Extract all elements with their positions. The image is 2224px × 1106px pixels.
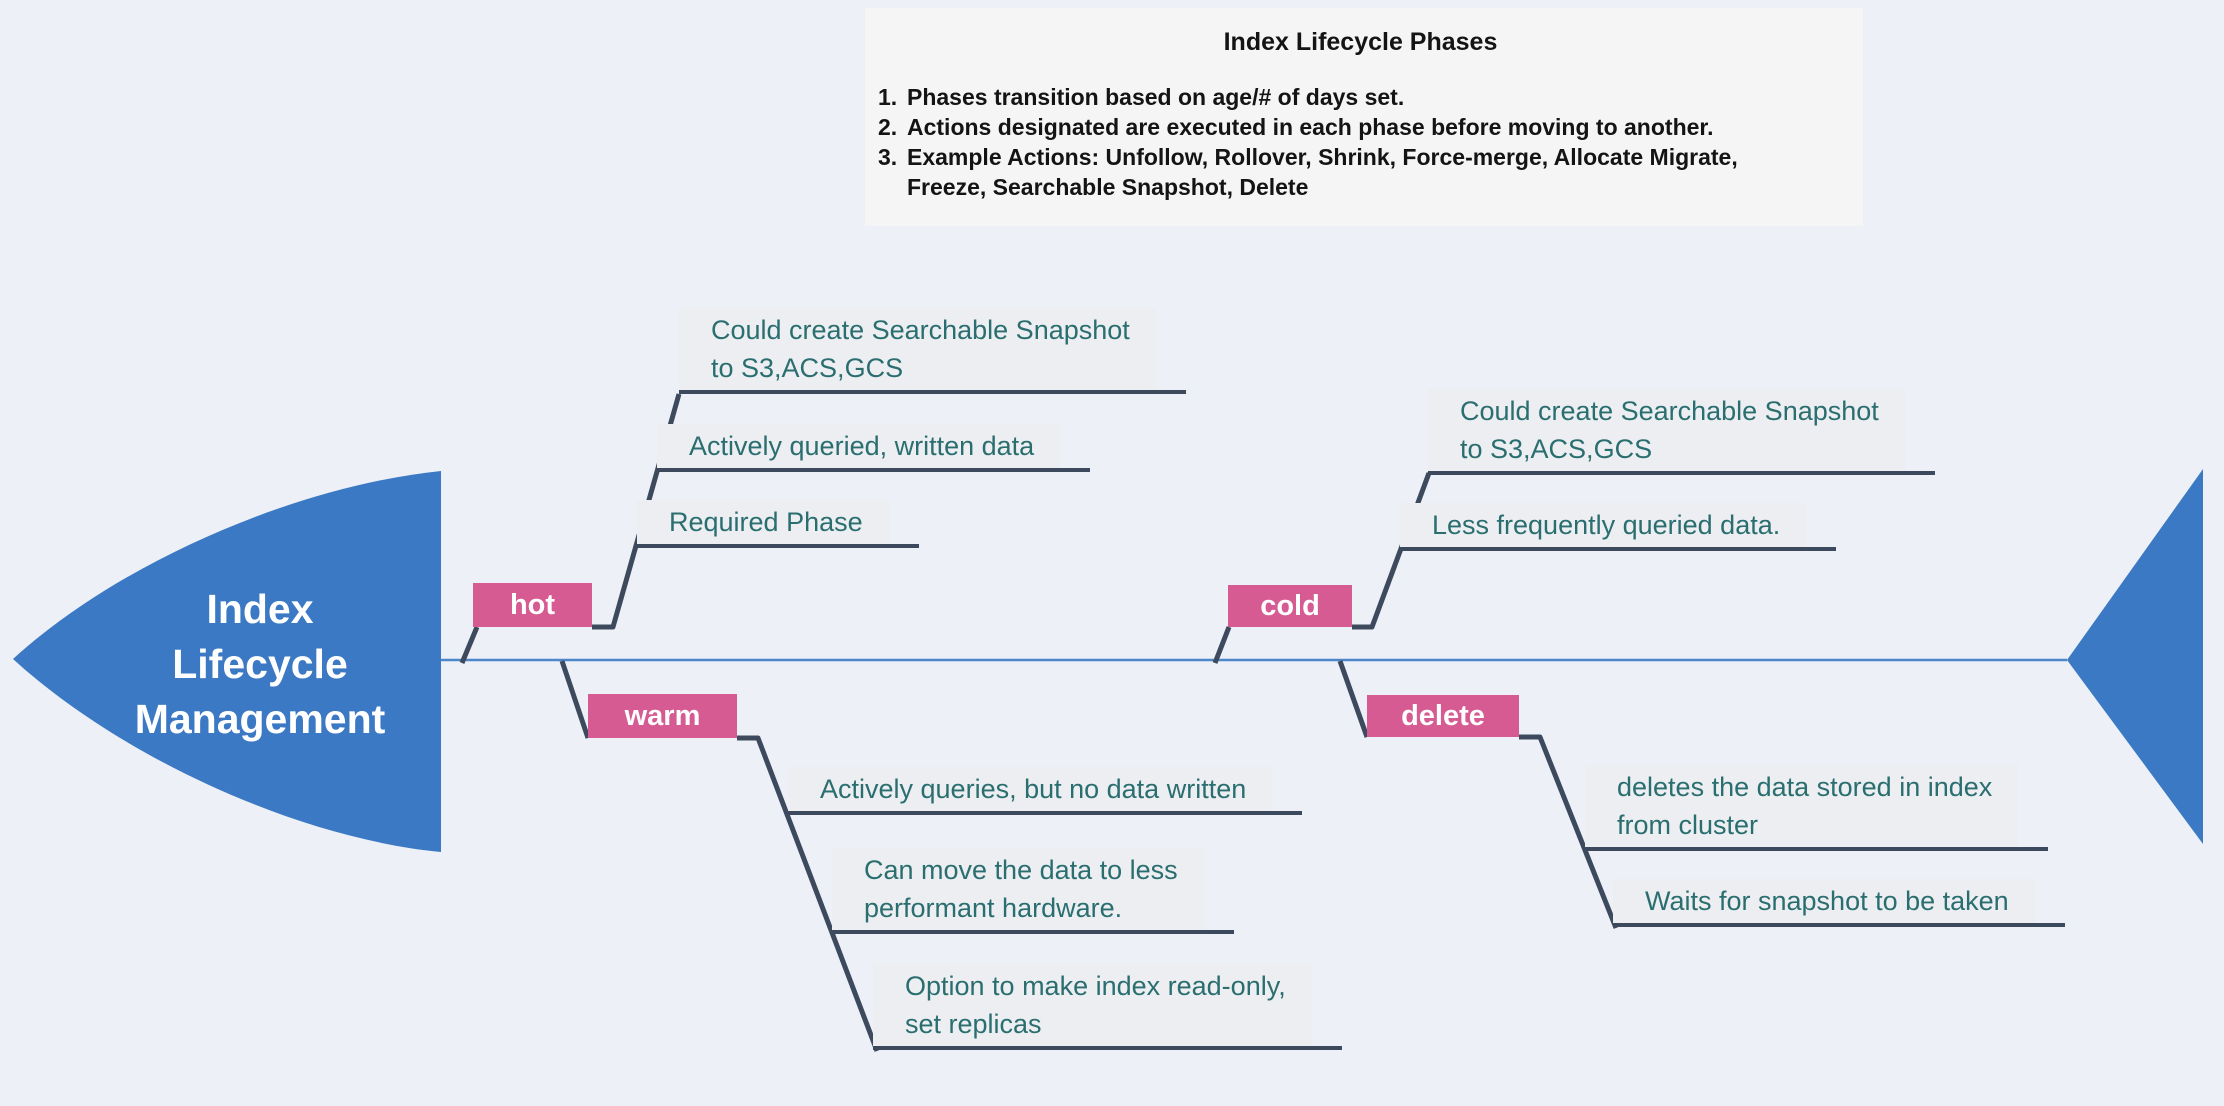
warm-item-move-data[interactable]: Can move the data to less performant har… [832,848,1234,934]
note-list-item: 1. Phases transition based on age/# of d… [878,82,1843,112]
delete-bone-line [1337,660,1619,929]
phase-label-warm-text: warm [624,699,701,732]
note-item-text: Actions designated are executed in each … [907,114,1714,140]
note-item-text: Example Actions: Unfollow, Rollover, Shr… [907,144,1738,200]
note-item-number: 2. [878,114,898,140]
warm-bone-line [559,660,880,1052]
cold-item-less-frequent[interactable]: Less frequently queried data. [1400,503,1837,551]
phase-label-delete-text: delete [1401,699,1485,732]
delete-item-waits-snapshot[interactable]: Waits for snapshot to be taken [1613,879,2065,927]
phase-label-hot[interactable]: hot [473,583,592,627]
note-panel[interactable]: Index Lifecycle Phases 1. Phases transit… [865,8,1863,226]
hot-item-actively-queried[interactable]: Actively queried, written data [657,424,1091,472]
note-list-item: 3. Example Actions: Unfollow, Rollover, … [878,142,1843,202]
fish-head-shape[interactable] [13,471,441,852]
fish-tail-shape[interactable] [2067,469,2203,844]
note-title: Index Lifecycle Phases [1223,28,1498,56]
warm-item-actively-queries[interactable]: Actively queries, but no data written [788,767,1303,815]
note-list: 1. Phases transition based on age/# of d… [878,82,1843,202]
hot-item-required-phase[interactable]: Required Phase [637,500,919,548]
note-item-text: Phases transition based on age/# of days… [907,84,1405,110]
diagram-title[interactable]: Index Lifecycle Management [134,586,386,742]
phase-label-delete[interactable]: delete [1367,695,1519,737]
hot-item-searchable-snapshot[interactable]: Could create Searchable Snapshot to S3,A… [679,308,1186,394]
phase-label-cold-text: cold [1260,589,1320,622]
note-item-number: 1. [878,84,898,110]
note-item-number: 3. [878,144,898,170]
cold-bone-line [1212,472,1432,664]
delete-item-deletes-data[interactable]: deletes the data stored in index from cl… [1585,765,2049,851]
note-list-item: 2. Actions designated are executed in ea… [878,112,1843,142]
phase-label-warm[interactable]: warm [588,694,737,738]
phase-label-hot-text: hot [509,588,556,621]
phase-label-cold[interactable]: cold [1228,585,1352,627]
warm-item-read-only[interactable]: Option to make index read-only, set repl… [873,964,1342,1050]
cold-item-searchable-snapshot[interactable]: Could create Searchable Snapshot to S3,A… [1428,389,1935,475]
